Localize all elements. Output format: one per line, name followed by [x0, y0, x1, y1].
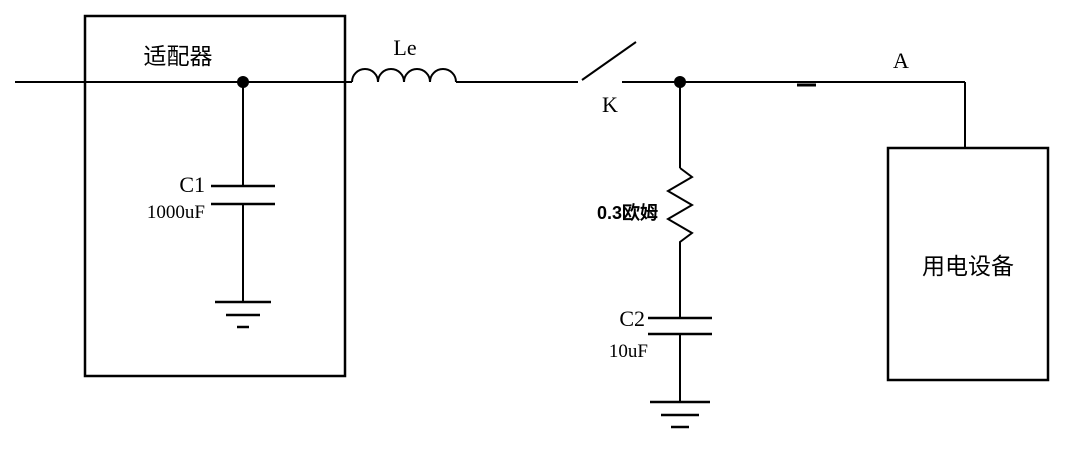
node-a-label: A	[893, 48, 909, 73]
capacitor2-value-label: 10uF	[609, 341, 648, 362]
resistor-value-label: 0.3欧姆	[597, 202, 658, 223]
ground-symbol-c1	[215, 300, 271, 329]
inductor-coil	[351, 68, 457, 83]
load-box	[886, 146, 1050, 382]
capacitor2-name-label: C2	[619, 306, 645, 331]
adapter-label: 适配器	[144, 44, 213, 69]
inductor-label: Le	[393, 35, 416, 60]
switch-blade	[581, 41, 637, 81]
ground-symbol-c2	[650, 400, 710, 429]
switch-label: K	[602, 92, 618, 117]
capacitor1-value-label: 1000uF	[147, 202, 205, 223]
load-label: 用电设备	[922, 254, 1014, 279]
resistor-zigzag	[666, 167, 694, 246]
adapter-box	[83, 14, 347, 378]
capacitor1-name-label: C1	[179, 172, 205, 197]
